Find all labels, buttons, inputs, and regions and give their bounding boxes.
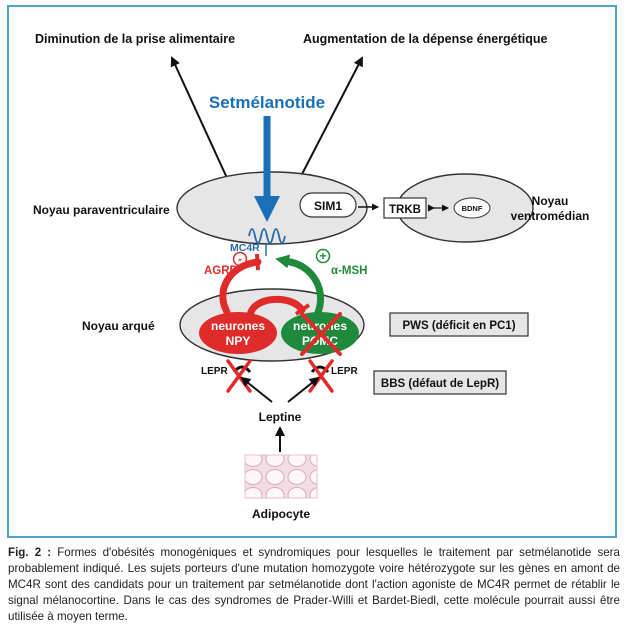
plus-label: +: [319, 249, 326, 263]
figure-caption: Fig. 2 : Formes d'obésités monogéniques …: [8, 545, 620, 625]
figure-frame: [7, 5, 617, 538]
plus-sign: [315, 248, 331, 264]
label-adipocyte: Adipocyte: [252, 507, 310, 521]
label-ventromedial-1: Noyau: [532, 194, 569, 208]
amsh-label: α-MSH: [331, 265, 367, 277]
bbs-box: [373, 370, 507, 395]
npy-label-2: NPY: [226, 334, 251, 348]
pws-box: [389, 312, 529, 337]
agrp-inhibition-bar: [255, 253, 260, 271]
lepr-left-label: LEPR: [201, 366, 228, 377]
arrow-up-right: [299, 56, 363, 179]
pomc-cross-b: [300, 312, 342, 356]
amsh-arrowhead: [275, 254, 293, 269]
diagram-canvas: Diminution de la prise alimentaire Augme…: [33, 32, 590, 521]
arrow-leptin-pomc: [287, 376, 320, 403]
label-arcuate: Noyau arqué: [82, 319, 155, 333]
amsh-pathway: [286, 258, 325, 319]
sim1-box: [299, 192, 357, 218]
label-food-intake: Diminution de la prise alimentaire: [35, 32, 235, 46]
npy-pomc-inhibition-bar: [294, 303, 311, 316]
sim1-label: SIM1: [314, 199, 342, 213]
arrow-leptin-npy: [240, 376, 273, 403]
label-setmelanotide: Setmélanotide: [209, 93, 325, 112]
bbs-label: BBS (défaut de LepR): [381, 378, 499, 390]
trkb-label: TRKB: [389, 204, 421, 216]
label-leptine: Leptine: [259, 410, 302, 424]
label-energy-expenditure: Augmentation de la dépense énergétique: [303, 32, 548, 46]
agrp-pathway: [219, 258, 262, 316]
pws-label: PWS (déficit en PC1): [402, 320, 515, 332]
bdnf-label: BDNF: [462, 204, 483, 213]
trkb-box: [383, 197, 427, 219]
adipocyte-image: [244, 454, 318, 499]
caption-text: Formes d'obésités monogéniques et syndro…: [8, 546, 620, 623]
label-ventromedial-2: ventromédian: [511, 209, 590, 223]
npy-neurons: [199, 312, 277, 354]
caption-label: Fig. 2 :: [8, 546, 52, 559]
label-paraventricular: Noyau paraventriculaire: [33, 203, 170, 217]
lepr-left-cross-b: [226, 359, 252, 393]
minus-label: -: [238, 252, 242, 266]
bdnf-oval: [453, 197, 491, 219]
mc4r-receptor: [248, 228, 286, 244]
npy-label-1: neurones: [211, 319, 265, 333]
npy-to-pomc-pathway: [246, 295, 306, 320]
mc4r-label: MC4R: [230, 242, 260, 254]
arrow-up-left: [170, 56, 228, 179]
lepr-right-label: LEPR: [331, 366, 358, 377]
